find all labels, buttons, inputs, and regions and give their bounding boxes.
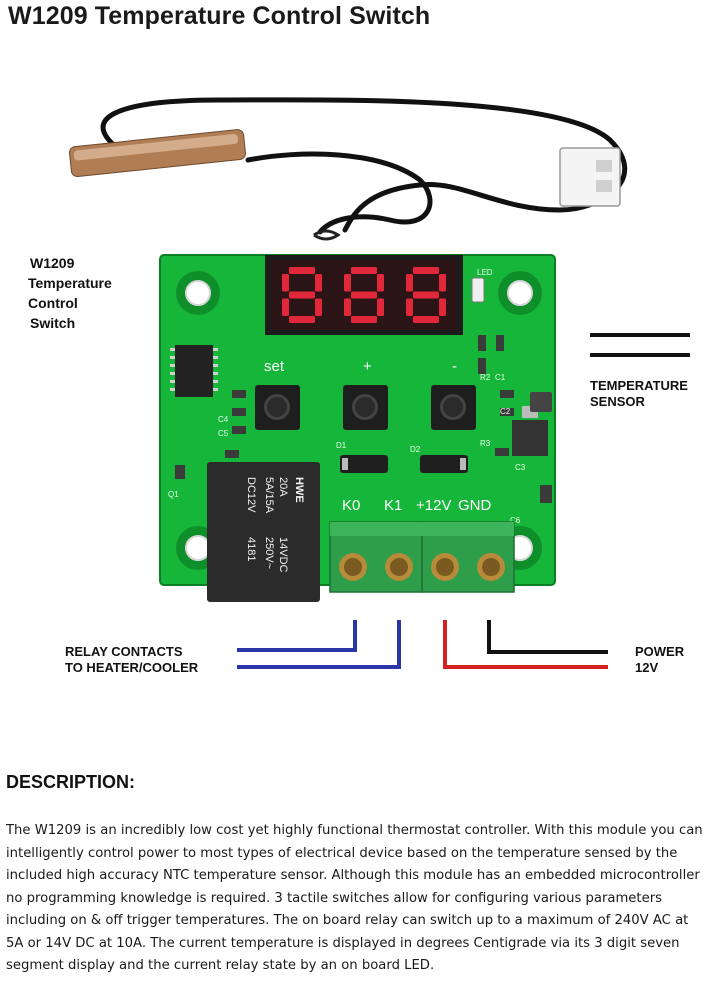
svg-text:Switch: Switch bbox=[30, 315, 75, 331]
sensor-connector bbox=[559, 147, 621, 207]
svg-text:GND: GND bbox=[458, 497, 492, 514]
svg-text:250V~: 250V~ bbox=[263, 537, 275, 569]
relay: HWE 20A 14VDC 5A/15A 250V~ DC12V 4181 bbox=[207, 462, 320, 602]
svg-text:R2: R2 bbox=[480, 373, 491, 382]
temperature-probe-cable bbox=[69, 97, 628, 241]
svg-text:D1: D1 bbox=[336, 441, 347, 450]
svg-text:TEMPERATURE: TEMPERATURE bbox=[590, 378, 688, 393]
svg-text:K0: K0 bbox=[342, 497, 360, 514]
display-segment bbox=[282, 298, 289, 316]
display-segment bbox=[439, 298, 446, 316]
display-segment bbox=[413, 291, 439, 299]
svg-text:4181: 4181 bbox=[245, 537, 257, 561]
svg-text:TO HEATER/COOLER: TO HEATER/COOLER bbox=[65, 660, 199, 675]
display-segment bbox=[377, 298, 384, 316]
power-wires: POWER 12V bbox=[443, 620, 685, 675]
set-button bbox=[255, 385, 300, 430]
minus-button bbox=[431, 385, 476, 430]
display-segment bbox=[344, 298, 351, 316]
svg-text:Temperature: Temperature bbox=[28, 275, 112, 291]
description-body: The W1209 is an incredibly low cost yet … bbox=[6, 823, 703, 973]
svg-text:POWER: POWER bbox=[635, 644, 685, 659]
display-segment bbox=[315, 298, 322, 316]
display-segment bbox=[289, 291, 315, 299]
svg-text:RELAY CONTACTS: RELAY CONTACTS bbox=[65, 644, 183, 659]
plus-button bbox=[343, 385, 388, 430]
display-segment bbox=[282, 274, 289, 292]
display-segment bbox=[289, 316, 315, 323]
svg-text:R3: R3 bbox=[480, 439, 491, 448]
svg-text:+12V: +12V bbox=[416, 497, 451, 514]
svg-text:Q1: Q1 bbox=[168, 490, 179, 499]
terminal-block bbox=[329, 521, 515, 593]
svg-text:12V: 12V bbox=[635, 660, 658, 675]
display-segment bbox=[289, 267, 315, 274]
svg-text:C2: C2 bbox=[500, 407, 511, 416]
seven-segment-display: 888 bbox=[265, 255, 463, 335]
svg-text:14VDC: 14VDC bbox=[277, 537, 289, 573]
svg-text:5A/15A: 5A/15A bbox=[263, 477, 275, 514]
svg-text:C4: C4 bbox=[218, 415, 229, 424]
button-label-set: set bbox=[264, 358, 285, 375]
button-label-plus: + bbox=[363, 358, 372, 375]
svg-text:DC12V: DC12V bbox=[245, 477, 257, 513]
svg-text:C1: C1 bbox=[495, 373, 506, 382]
display-segment bbox=[413, 267, 439, 274]
svg-text:K1: K1 bbox=[384, 497, 402, 514]
button-label-minus: - bbox=[452, 358, 457, 375]
svg-text:W1209: W1209 bbox=[30, 255, 75, 271]
svg-text:20A: 20A bbox=[277, 477, 289, 497]
svg-text:C3: C3 bbox=[515, 463, 526, 472]
display-segment bbox=[439, 274, 446, 292]
display-segment bbox=[377, 274, 384, 292]
display-segment bbox=[406, 298, 413, 316]
display-segment bbox=[351, 267, 377, 274]
tactile-buttons: set + - bbox=[255, 358, 476, 430]
description-heading: DESCRIPTION: bbox=[6, 772, 136, 792]
svg-text:LED: LED bbox=[477, 268, 493, 277]
module-side-label: W1209 Temperature Control Switch bbox=[28, 255, 112, 331]
svg-text:HWE: HWE bbox=[293, 477, 305, 503]
product-diagram: W1209 Temperature Control Switch LED R2 bbox=[28, 97, 690, 675]
svg-text:C6: C6 bbox=[510, 516, 521, 525]
product-figure: W1209 Temperature Control Switch LED R2 bbox=[0, 40, 706, 740]
svg-text:SENSOR: SENSOR bbox=[590, 394, 646, 409]
svg-text:C5: C5 bbox=[218, 429, 229, 438]
display-segment bbox=[413, 316, 439, 323]
display-segment bbox=[315, 274, 322, 292]
display-segment bbox=[351, 291, 377, 299]
terminal-labels: K0 K1 +12V GND bbox=[342, 497, 492, 514]
display-segment bbox=[344, 274, 351, 292]
svg-text:D2: D2 bbox=[410, 445, 421, 454]
page-title: W1209 Temperature Control Switch bbox=[8, 2, 431, 30]
relay-contact-wires: RELAY CONTACTS TO HEATER/COOLER bbox=[65, 620, 401, 675]
svg-text:Control: Control bbox=[28, 295, 78, 311]
display-segment bbox=[406, 274, 413, 292]
display-segment bbox=[351, 316, 377, 323]
sensor-wires: TEMPERATURE SENSOR bbox=[590, 333, 690, 409]
